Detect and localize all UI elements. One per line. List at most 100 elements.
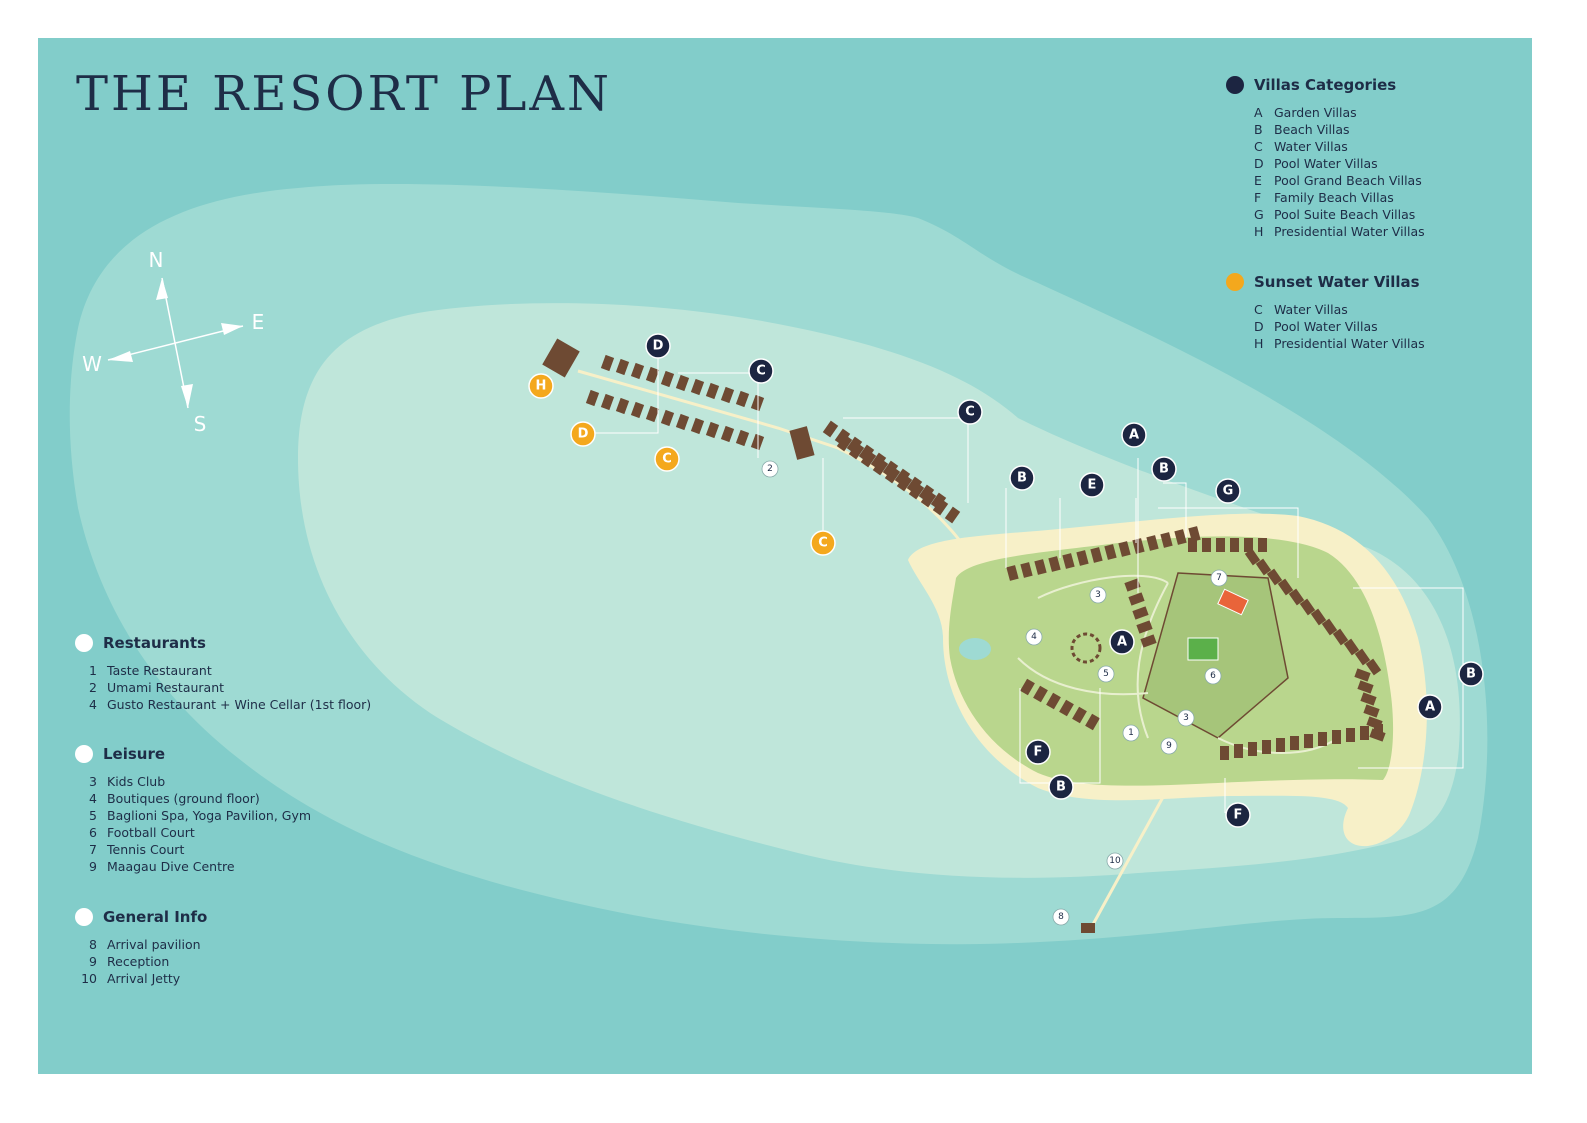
villa-marker-b[interactable]: B <box>1458 661 1484 687</box>
villa-marker-c-label: C <box>756 364 766 379</box>
villa-roof <box>1118 541 1131 557</box>
legend-sunset-item: D Pool Water Villas <box>1254 318 1425 335</box>
facility-marker-9-label: 9 <box>1166 741 1172 751</box>
villa-roof <box>894 468 911 486</box>
sunset-villa-marker-h-label: H <box>536 379 547 394</box>
villa-roof <box>1216 538 1225 552</box>
villa-marker-b[interactable]: B <box>1048 774 1074 800</box>
facility-marker-10[interactable]: 10 <box>1106 852 1124 870</box>
villa-marker-a-circle <box>1121 422 1147 448</box>
sunset-villa-marker-d[interactable]: D <box>570 421 596 447</box>
villa-roof <box>615 358 630 376</box>
compass-n-label: N <box>149 248 164 272</box>
football-court <box>1187 637 1219 661</box>
legend-item-key: 4 <box>89 697 97 712</box>
legend-restaurants-dot <box>75 634 93 652</box>
facility-marker-2[interactable]: 2 <box>761 460 779 478</box>
facility-marker-2-label: 2 <box>767 464 773 474</box>
legend-villas-dot <box>1226 76 1244 94</box>
legend-item-key: 1 <box>89 663 97 678</box>
villa-marker-a-label: A <box>1117 635 1127 650</box>
villa-marker-a[interactable]: A <box>1109 629 1135 655</box>
facility-marker-7[interactable]: 7 <box>1210 569 1228 587</box>
sunset-villa-marker-c-circle <box>654 446 680 472</box>
villa-marker-b-label: B <box>1056 780 1066 795</box>
legend-item-key: 9 <box>89 954 97 969</box>
facility-marker-1[interactable]: 1 <box>1122 724 1140 742</box>
legend-item-key: C <box>1254 302 1263 317</box>
villa-marker-b-label: B <box>1159 462 1169 477</box>
facility-marker-4[interactable]: 4 <box>1025 628 1043 646</box>
villa-roof <box>645 405 660 423</box>
villa-roof <box>908 482 925 500</box>
villa-roof <box>822 420 839 438</box>
villa-marker-e[interactable]: E <box>1079 472 1105 498</box>
villa-marker-a[interactable]: A <box>1417 694 1443 720</box>
villa-roof <box>1085 713 1100 731</box>
villa-marker-a[interactable]: A <box>1121 422 1147 448</box>
legend-item-label: Kids Club <box>107 774 166 789</box>
villa-marker-b-circle <box>1048 774 1074 800</box>
villa-marker-b[interactable]: B <box>1009 465 1035 491</box>
presidential-villa <box>542 338 580 378</box>
facility-marker-8[interactable]: 8 <box>1052 908 1070 926</box>
facility-marker-5[interactable]: 5 <box>1097 665 1115 683</box>
villa-marker-b[interactable]: B <box>1151 456 1177 482</box>
villa-roof <box>1020 562 1033 578</box>
villa-roof <box>675 374 690 392</box>
legend-item-key: D <box>1254 319 1264 334</box>
facility-marker-3[interactable]: 3 <box>1089 586 1107 604</box>
villa-marker-g[interactable]: G <box>1215 478 1241 504</box>
villa-roof <box>1234 744 1243 758</box>
sunset-villa-marker-h-circle <box>528 373 554 399</box>
villa-marker-c[interactable]: C <box>957 399 983 425</box>
villa-roof <box>1124 578 1141 592</box>
villa-marker-f[interactable]: F <box>1225 802 1251 828</box>
legend-item-key: 6 <box>89 825 97 840</box>
villa-roof <box>1174 529 1187 545</box>
villa-marker-d[interactable]: D <box>645 333 671 359</box>
villa-marker-f[interactable]: F <box>1025 739 1051 765</box>
facility-marker-6[interactable]: 6 <box>1204 667 1222 685</box>
facility-marker-9-circle <box>1160 737 1178 755</box>
sunset-villa-marker-c[interactable]: C <box>810 530 836 556</box>
legend-item-label: Pool Water Villas <box>1274 319 1378 334</box>
villa-marker-c[interactable]: C <box>748 358 774 384</box>
sunset-villa-marker-h[interactable]: H <box>528 373 554 399</box>
villa-roof <box>705 421 720 439</box>
facility-marker-6-label: 6 <box>1210 671 1216 681</box>
villa-marker-b-label: B <box>1017 471 1027 486</box>
villa-roof <box>906 476 923 494</box>
legend-item-label: Pool Water Villas <box>1274 156 1378 171</box>
villa-marker-c-circle <box>957 399 983 425</box>
legend-item-key: 9 <box>89 859 97 874</box>
legend-item-label: Baglioni Spa, Yoga Pavilion, Gym <box>107 808 312 823</box>
villa-roof <box>930 492 947 510</box>
facility-marker-3[interactable]: 3 <box>1177 709 1195 727</box>
sunset-villa-marker-c[interactable]: C <box>654 446 680 472</box>
villa-roof <box>1354 668 1371 682</box>
facility-marker-9[interactable]: 9 <box>1160 737 1178 755</box>
villa-roof <box>1332 628 1349 646</box>
legend-sunset-header: Sunset Water Villas <box>1226 271 1425 293</box>
facility-marker-2-circle <box>761 460 779 478</box>
villa-roof <box>858 444 875 462</box>
umami-restaurant <box>789 426 815 460</box>
